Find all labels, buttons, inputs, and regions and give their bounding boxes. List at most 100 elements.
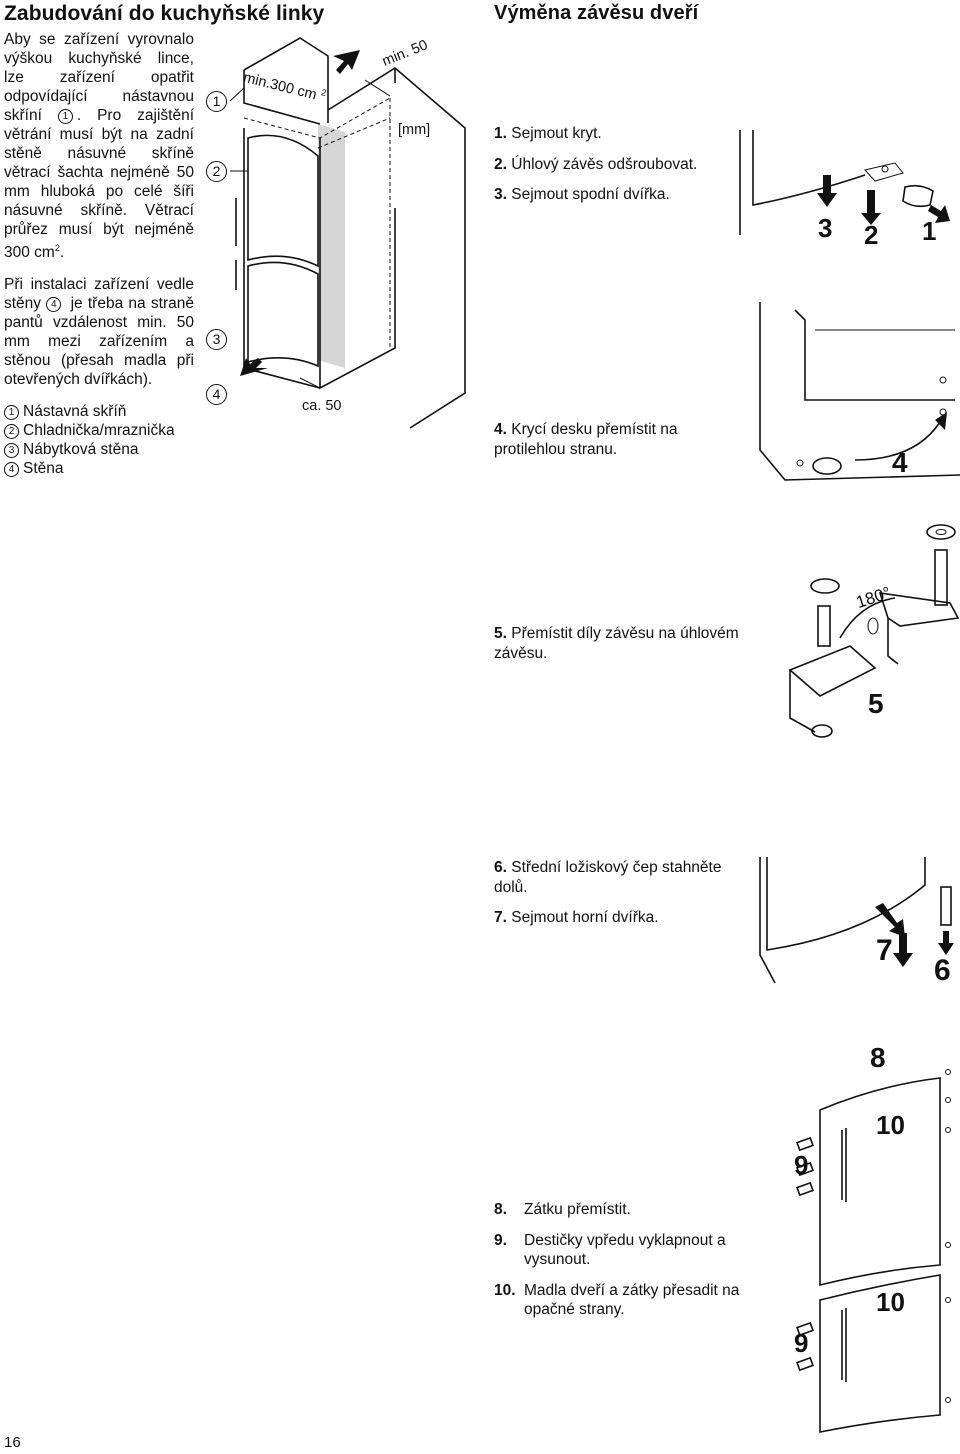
step-text: Krycí desku přemístit na protilehlou str… [494, 421, 678, 458]
step-text: Sejmout spodní dvířka. [511, 186, 670, 203]
legend-text: Stěna [23, 460, 64, 478]
screw-hole [939, 376, 947, 384]
plug [796, 1356, 814, 1372]
dim-ca50-label: ca. 50 [302, 398, 342, 414]
step-text: Přemístit díly závěsu na úhlovém závěsu. [494, 625, 739, 662]
screw-hole [945, 1397, 951, 1403]
callout-4: 4 [206, 384, 227, 405]
screw-hole [945, 1097, 951, 1103]
top-cabinet-outline [243, 37, 329, 110]
screw-hole [945, 1242, 951, 1248]
lower-door [819, 1274, 941, 1433]
leader-1 [229, 87, 245, 102]
legend-num: 1 [4, 405, 19, 421]
step-text: Zátku přemístit. [524, 1201, 631, 1218]
steps-6-7: 6. Střední ložiskový čep stahněte dolů. … [494, 858, 754, 928]
washer-right-hole [935, 529, 947, 535]
door-outline [766, 857, 926, 951]
hinge-plate [864, 162, 904, 182]
dim-line-min50 [364, 79, 391, 97]
step-num: 5. [494, 625, 507, 642]
step-text: Destičky vpředu vyklapnout a vysunout. [524, 1231, 726, 1269]
move-arc [854, 421, 941, 461]
washer-left [810, 578, 840, 594]
cabinet-edge [759, 857, 776, 984]
legend-num: 2 [4, 424, 19, 440]
fig1-label-3: 3 [818, 213, 833, 243]
step-num: 4. [494, 421, 507, 438]
installation-diagram [229, 37, 466, 429]
air-out-arrow [333, 50, 360, 74]
hinge-cover [902, 184, 934, 208]
fig3-label-5: 5 [868, 688, 884, 719]
figure-cover-plate [759, 302, 960, 481]
plug [796, 1136, 814, 1152]
para1-text-c: . [59, 244, 65, 262]
legend-num: 4 [4, 462, 19, 478]
arrow-6 [938, 931, 954, 955]
page-number: 16 [4, 1434, 21, 1451]
ventilation-paragraph: Aby se zařízení vyrovnalo výškou kuchyňs… [4, 30, 194, 262]
move-arrowhead [935, 412, 947, 430]
step-4: 4. Krycí desku přemístit na protilehlou … [494, 420, 749, 459]
screw-hole [945, 1297, 951, 1303]
air-in-arrow [240, 358, 268, 376]
legend-num: 3 [4, 443, 19, 459]
ref-circle-1: 1 [57, 109, 73, 124]
legend-text: Nábytková stěna [23, 441, 139, 459]
fig5-label-10-upper: 10 [876, 1110, 905, 1140]
fig5-label-10-lower: 10 [876, 1287, 905, 1317]
fig4-label-6: 6 [934, 954, 951, 987]
figure-middle-pin [759, 857, 954, 984]
step-num: 6. [494, 859, 507, 876]
step-item: 1. Sejmout kryt. [494, 124, 724, 144]
arrow-down-2 [861, 190, 881, 225]
para1-text-b: . Pro zajištění větrání musí být na zadn… [4, 107, 194, 262]
step-text: Úhlový závěs odšroubovat. [511, 155, 698, 173]
hinge-bracket-left-leg [789, 670, 816, 733]
pin-right [934, 549, 948, 606]
washer-right [926, 524, 956, 540]
cover-plate [812, 457, 842, 475]
figure-hinge-parts [788, 524, 960, 738]
callout-2: 2 [206, 161, 227, 182]
step-num: 8. [494, 1201, 507, 1218]
step-text: Sejmout horní dvířka. [511, 909, 659, 926]
upper-door [819, 1077, 941, 1287]
installation-text: Aby se zařízení vyrovnalo výškou kuchyňs… [4, 30, 194, 478]
step-item: 9.Destičky vpředu vyklapnout a vysunout. [494, 1231, 759, 1270]
middle-pin [940, 886, 952, 926]
fig1-label-1: 1 [922, 216, 937, 246]
nut [811, 724, 833, 738]
section-title-installation: Zabudování do kuchyňské linky [4, 2, 325, 25]
step-text: Sejmout kryt. [511, 125, 602, 142]
steps-1-3: 1. Sejmout kryt. 2. Úhlový závěs odšroub… [494, 124, 724, 205]
hidden-top-edge [317, 117, 391, 149]
figure-hinge-removal [739, 130, 950, 235]
hinge-screw [881, 165, 889, 173]
step-item: 3. Sejmout spodní dvířka. [494, 185, 724, 205]
step-item: 8. Zátku přemístit. [494, 1200, 759, 1220]
fig5-label-8: 8 [870, 1042, 886, 1073]
callout-3: 3 [206, 329, 227, 350]
hinge-bracket-right-leg [887, 618, 899, 665]
step-num: 7. [494, 909, 507, 926]
plug [796, 1181, 814, 1197]
legend-text: Chladnička/mraznička [23, 422, 175, 440]
door-outline [752, 130, 866, 206]
step-num: 10. [494, 1281, 516, 1299]
legend-text: Nástavná skříň [23, 403, 127, 421]
wall-outline [327, 67, 466, 429]
para2-text-b: je třeba na straně pantů vzdálenost min.… [4, 295, 194, 389]
step-text: Madla dveří a zátky přesadit na opačné s… [524, 1281, 740, 1319]
ref-circle-4: 4 [46, 297, 62, 313]
steps-8-10: 8. Zátku přemístit. 9.Destičky vpředu vyk… [494, 1200, 759, 1320]
step-num: 1. [494, 125, 507, 142]
pin-left [817, 605, 831, 647]
fig4-label-7: 7 [876, 934, 893, 967]
